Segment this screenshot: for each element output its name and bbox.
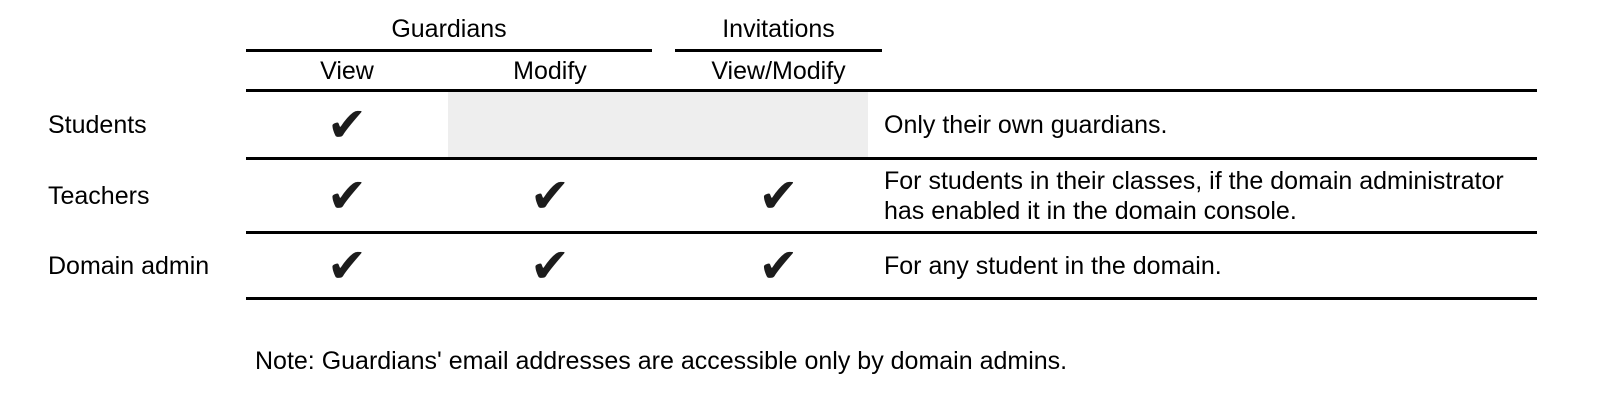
column-header-view-modify: View/Modify: [711, 57, 846, 85]
column-group-header-invitations: Invitations: [722, 15, 835, 43]
checkmark-icon: ✔: [758, 237, 799, 294]
not-applicable-region: [448, 92, 868, 157]
checkmark-icon: ✔: [529, 237, 571, 294]
row-note: For any student in the domain.: [884, 251, 1222, 280]
column-header-modify: Modify: [513, 57, 587, 85]
footnote: Note: Guardians' email addresses are acc…: [255, 347, 1068, 375]
row-note: For students in their classes, if the do…: [884, 166, 1504, 225]
guardians-group-underline: [246, 49, 652, 52]
row-divider: [246, 89, 1537, 92]
row-label-teachers: Teachers: [48, 181, 150, 210]
row-divider: [246, 157, 1537, 160]
table-row: Domain admin ✔ ✔ ✔ For any student in the do…: [0, 234, 1600, 297]
table-row: Teachers ✔ ✔ ✔ For students in their classes…: [0, 160, 1600, 231]
row-label-domain-admin: Domain admin: [48, 251, 210, 280]
checkmark-icon: ✔: [326, 167, 368, 224]
row-divider: [246, 297, 1537, 300]
checkmark-icon: ✔: [326, 237, 368, 294]
column-group-header-guardians: Guardians: [391, 15, 507, 43]
table-row: Students ✔ Only their own guardians.: [0, 92, 1600, 157]
invitations-group-underline: [675, 49, 882, 52]
checkmark-icon: ✔: [758, 167, 799, 224]
row-divider: [246, 231, 1537, 234]
checkmark-icon: ✔: [529, 167, 571, 224]
row-label-students: Students: [48, 110, 147, 139]
row-note: Only their own guardians.: [884, 110, 1168, 139]
checkmark-icon: ✔: [326, 96, 368, 153]
column-header-view: View: [320, 57, 374, 85]
